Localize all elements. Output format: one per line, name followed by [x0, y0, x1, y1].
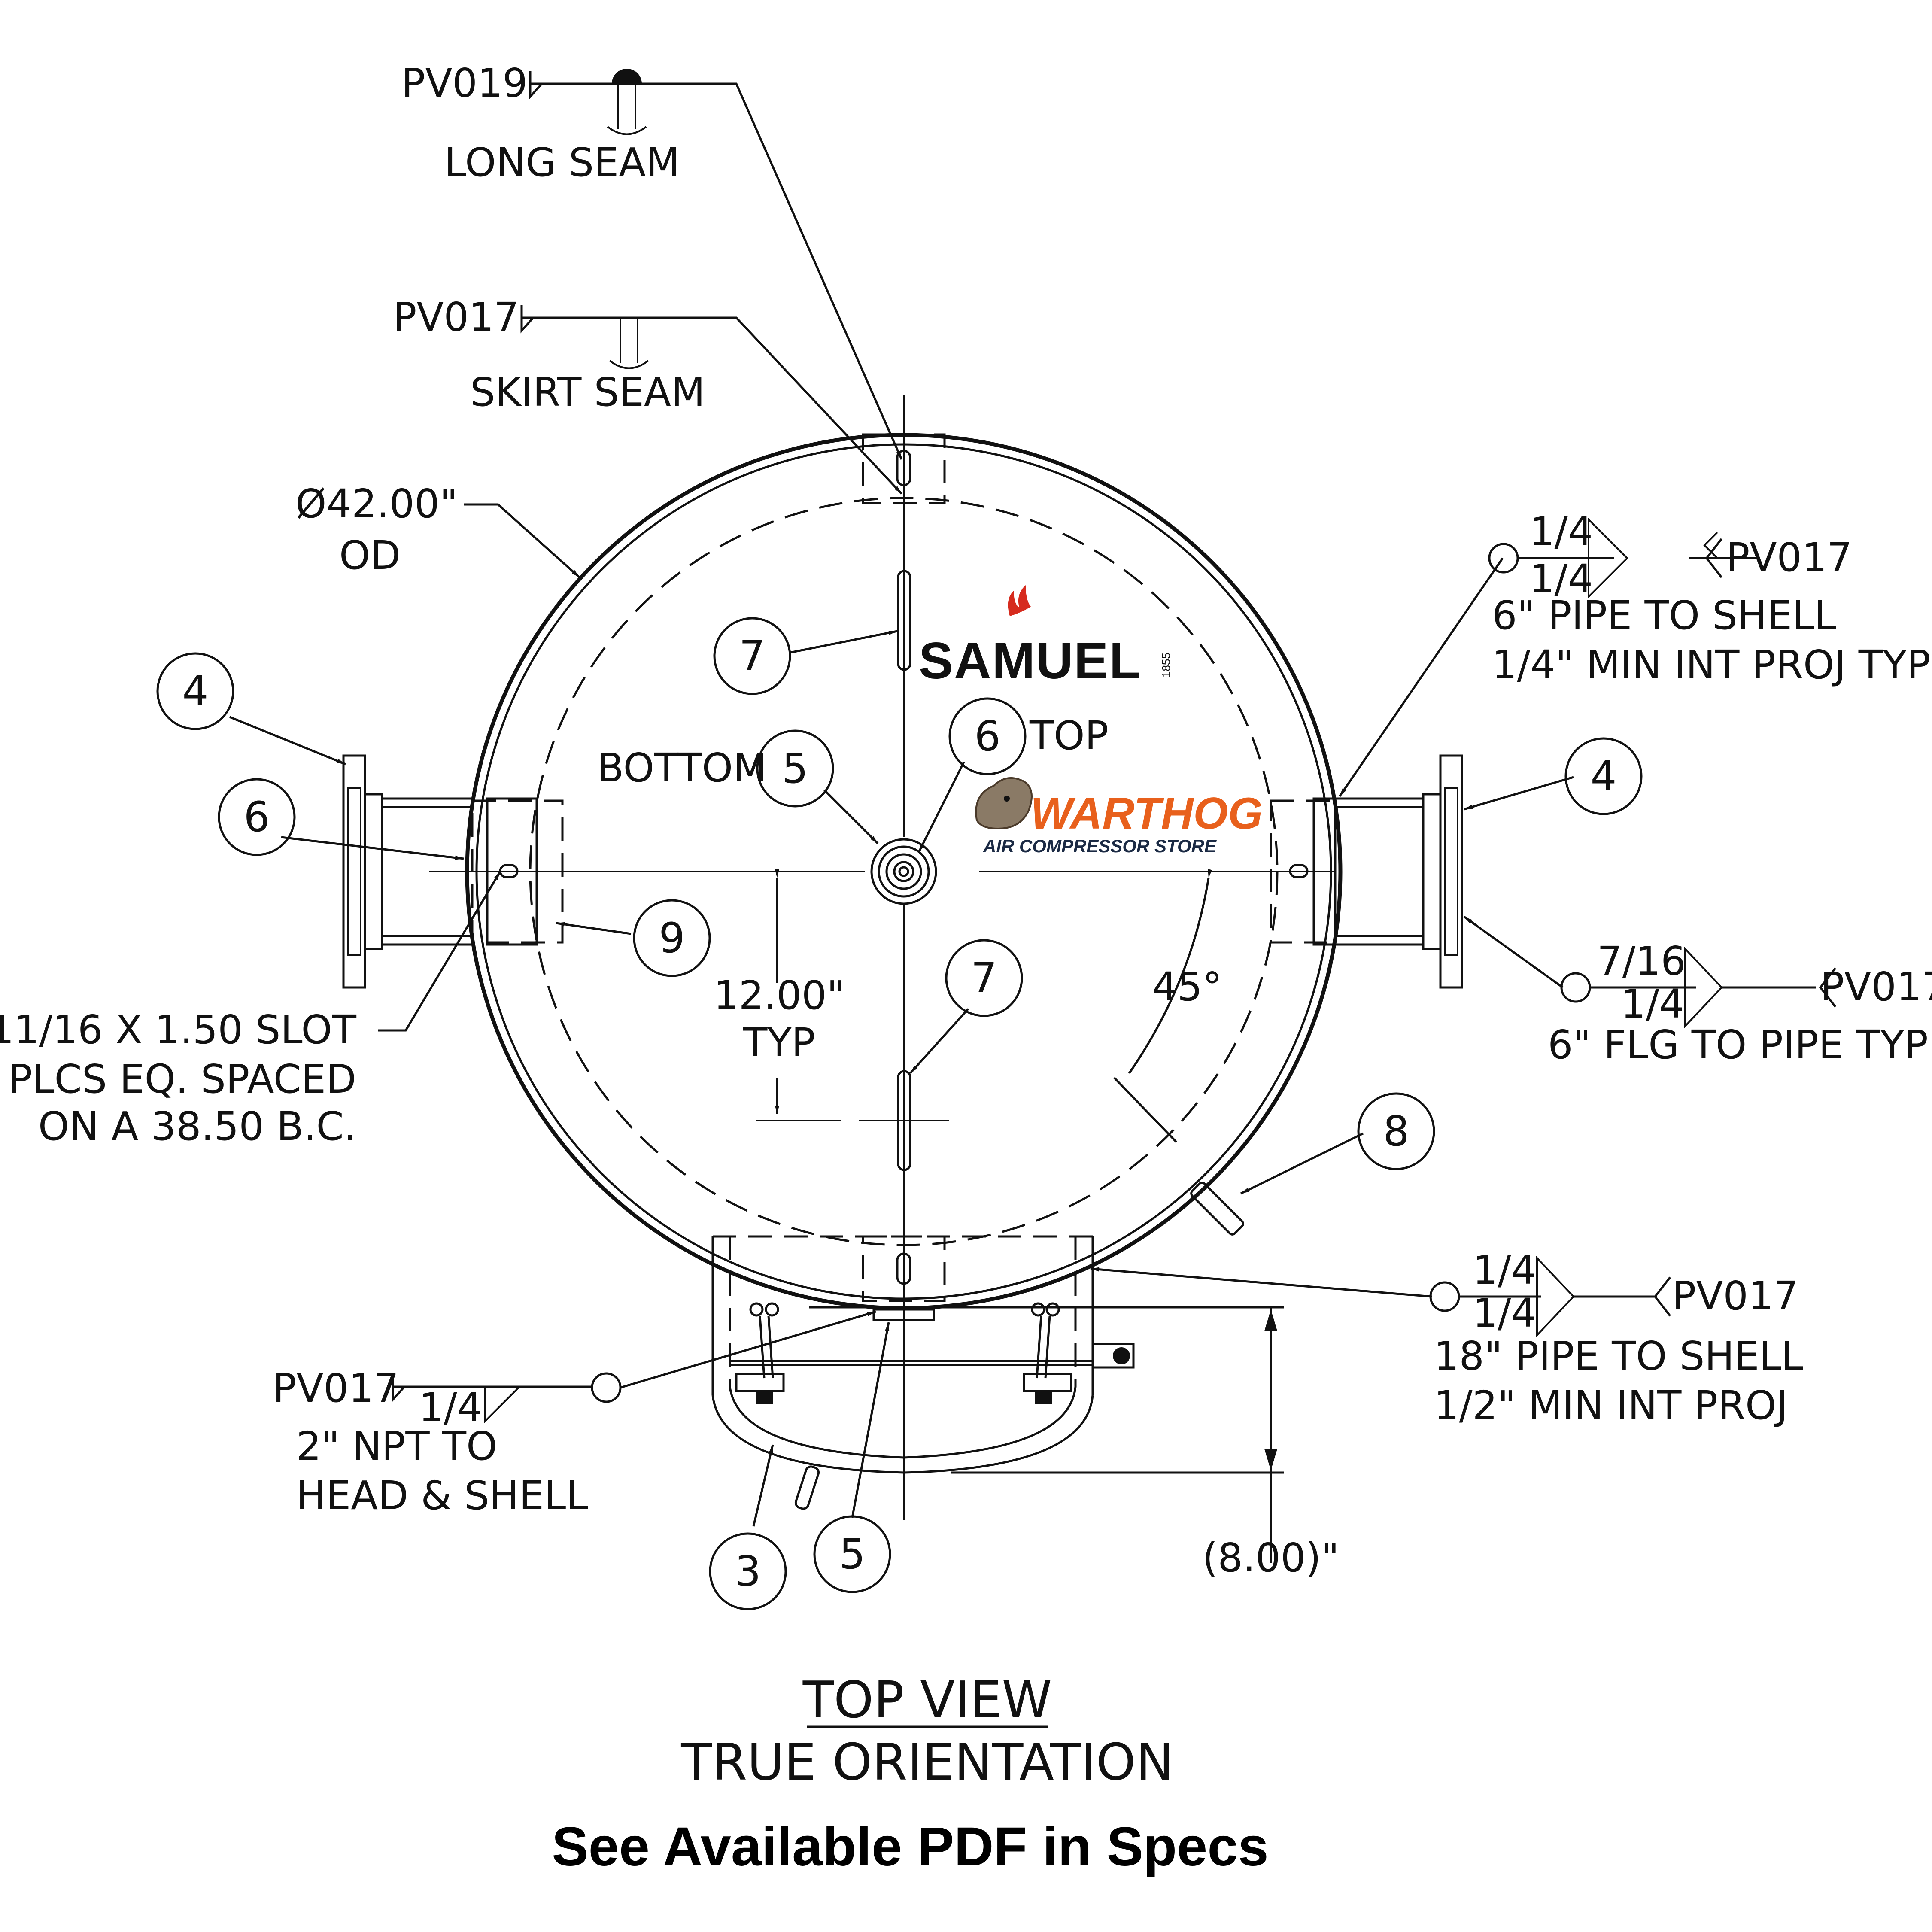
npt-size: 1/4 — [419, 1385, 482, 1431]
davit-left — [735, 1302, 785, 1404]
balloon-4-left: 4 — [156, 652, 234, 730]
long-seam-label: LONG SEAM — [444, 140, 680, 185]
footer-note: See Available PDF in Specs — [552, 1816, 1268, 1877]
svg-text:4: 4 — [182, 667, 208, 715]
annotation-text: PV019 LONG SEAM PV017 SKIRT SEAM Ø42.00"… — [0, 60, 1932, 1581]
pipe-shell-ref: PV017 — [1726, 535, 1852, 580]
left-nozzle — [342, 754, 564, 989]
balloon-5-bottom: 5 — [813, 1515, 891, 1593]
hinge-knob — [1091, 1343, 1135, 1369]
view-title-block: TOP VIEW TRUE ORIENTATION See Available … — [552, 1670, 1268, 1877]
npt-line2: HEAD & SHELL — [296, 1473, 588, 1519]
balloon-7-lower: 7 — [945, 939, 1023, 1017]
big-pipe-line1: 18" PIPE TO SHELL — [1434, 1333, 1803, 1379]
drain-stub — [794, 1465, 820, 1510]
warthog-logo: WARTHOG AIR COMPRESSOR STORE — [975, 777, 1263, 856]
big-pipe-line2: 1/2" MIN INT PROJ — [1434, 1382, 1788, 1428]
balloon-5-center: 5 — [756, 729, 834, 808]
slot-upper — [897, 570, 911, 671]
item-8-coupling — [1190, 1182, 1244, 1236]
right-nozzle — [1270, 754, 1463, 989]
samuel-year: 1855 — [1160, 653, 1173, 677]
balloon-8: 8 — [1357, 1092, 1435, 1170]
big-pipe-size-bottom: 1/4 — [1473, 1290, 1536, 1336]
npt-line1: 2" NPT TO — [296, 1423, 497, 1469]
top-label: TOP — [1029, 713, 1109, 759]
flange-ref: PV017 — [1820, 964, 1932, 1010]
svg-text:7: 7 — [971, 954, 997, 1002]
top-seam-lug — [862, 433, 946, 504]
pipe-shell-line1: 6" PIPE TO SHELL — [1492, 592, 1836, 638]
svg-text:5: 5 — [782, 744, 808, 793]
warthog-wordmark: WARTHOG — [1030, 789, 1263, 838]
warthog-subtitle: AIR COMPRESSOR STORE — [983, 836, 1217, 856]
samuel-logo: SAMUEL 1855 — [919, 585, 1173, 690]
slot-note-1: 11/16 X 1.50 SLOT — [0, 1007, 357, 1053]
view-subtitle: TRUE ORIENTATION — [680, 1732, 1174, 1792]
davit-right — [1023, 1302, 1072, 1404]
balloon-7-upper: 7 — [713, 617, 791, 695]
od-label: OD — [339, 532, 401, 578]
slot-lower — [897, 1070, 911, 1171]
svg-text:6: 6 — [243, 793, 270, 841]
npt-ref: PV017 — [273, 1365, 399, 1411]
samuel-wordmark: SAMUEL — [919, 632, 1142, 690]
balloon-9: 9 — [633, 899, 711, 977]
long-seam-ref: PV019 — [401, 60, 528, 106]
center-lines — [429, 395, 1335, 1520]
big-pipe-ref: PV017 — [1672, 1273, 1798, 1319]
od-value: Ø42.00" — [295, 481, 458, 527]
bottom-manway — [711, 1235, 1284, 1474]
center-coupling — [870, 838, 937, 905]
spacing-label: TYP — [743, 1020, 815, 1066]
angle-value: 45° — [1152, 964, 1222, 1010]
bottom-label: BOTTOM — [597, 745, 767, 791]
pipe-shell-line2: 1/4" MIN INT PROJ TYP — [1492, 642, 1931, 688]
projection-dimension: (8.00)" — [1203, 1535, 1340, 1581]
svg-text:7: 7 — [739, 632, 765, 680]
balloon-4-right: 4 — [1564, 737, 1643, 815]
leaders — [229, 69, 1836, 1563]
skirt-seam-ref: PV017 — [393, 294, 519, 340]
view-title: TOP VIEW — [802, 1670, 1052, 1729]
spacing-value: 12.00" — [714, 972, 845, 1018]
balloon-3: 3 — [709, 1532, 787, 1610]
balloon-6-left: 6 — [218, 778, 296, 856]
svg-text:6: 6 — [974, 712, 1000, 760]
svg-text:5: 5 — [839, 1530, 865, 1578]
svg-text:4: 4 — [1590, 752, 1616, 800]
svg-text:9: 9 — [659, 914, 685, 962]
slot-note-2: 4 PLCS EQ. SPACED — [0, 1056, 356, 1102]
svg-text:3: 3 — [735, 1547, 761, 1595]
skirt-seam-label: SKIRT SEAM — [470, 369, 705, 415]
pipe-shell-size-top: 1/4 — [1529, 509, 1593, 555]
svg-text:8: 8 — [1383, 1107, 1409, 1155]
balloon-6-center: 6 — [948, 697, 1027, 775]
weld-symbol-circles — [591, 543, 1591, 1403]
slot-note-3: ON A 38.50 B.C. — [38, 1103, 356, 1149]
big-pipe-size-top: 1/4 — [1473, 1247, 1536, 1293]
flange-label: 6" FLG TO PIPE TYP — [1548, 1022, 1928, 1068]
pipe-shell-size-bottom: 1/4 — [1529, 556, 1593, 602]
flange-size-top: 7/16 — [1597, 938, 1686, 984]
flange-size-bottom: 1/4 — [1621, 981, 1684, 1027]
